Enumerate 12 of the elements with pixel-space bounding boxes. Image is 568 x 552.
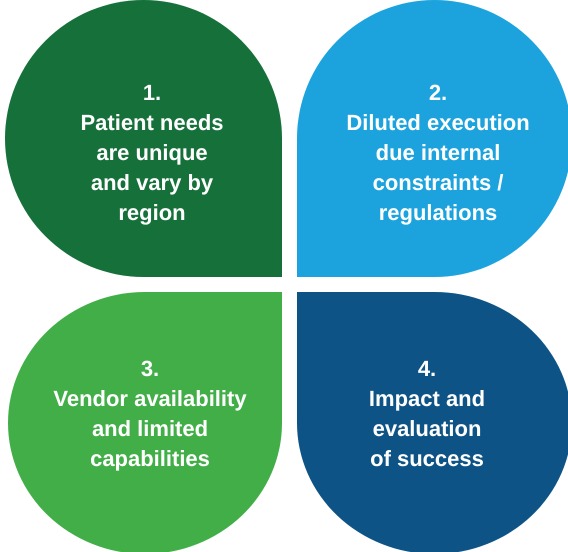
challenge-text: Impact and evaluation of success (368, 385, 486, 473)
petal-shape (5, 0, 282, 277)
challenge-text: Vendor availability and limited capabilities (52, 385, 248, 473)
petal-shape (297, 292, 568, 552)
petal-shape (8, 292, 282, 552)
petal-shape (297, 0, 568, 277)
challenge-text: Patient needs are unique and vary by region (79, 109, 225, 227)
challenge-text: Diluted execution due internal constraints / regulations (345, 109, 531, 227)
step-number: 2. (428, 79, 448, 107)
step-number: 4. (416, 355, 438, 383)
step-number: 1. (142, 79, 162, 107)
step-number: 3. (140, 355, 160, 383)
